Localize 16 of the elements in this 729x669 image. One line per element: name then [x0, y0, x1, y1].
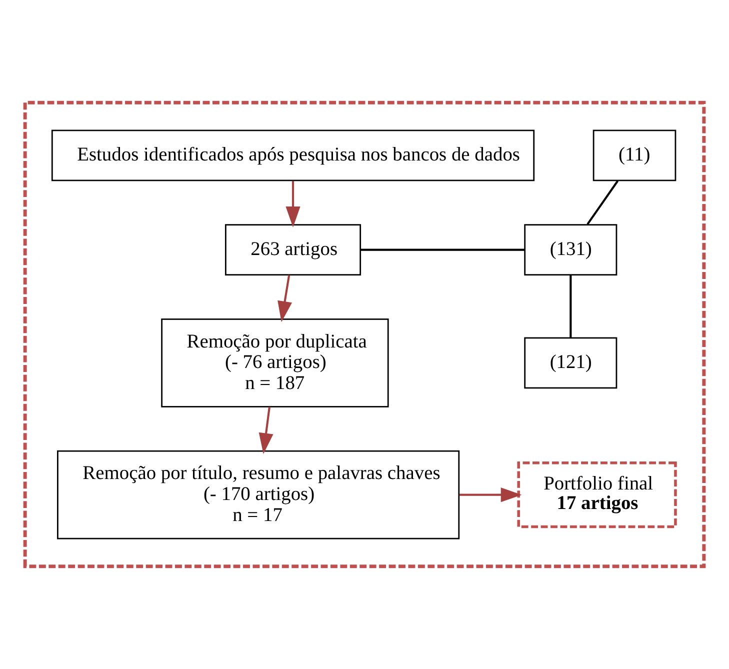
connector: [586, 180, 619, 225]
arrow: [258, 406, 274, 454]
arrow: [459, 488, 522, 502]
arrow: [286, 180, 300, 228]
arrow: [278, 274, 292, 322]
node-box: 263 artigos: [224, 224, 362, 276]
node-box: (121): [524, 337, 618, 389]
node-box: (11): [592, 130, 676, 182]
node-box: Portfolio final 17 artigos: [517, 462, 677, 528]
connector: [570, 275, 572, 338]
connector: [360, 248, 525, 251]
cluster: [23, 100, 706, 568]
node-box: Estudos identificados após pesquisa nos bancos de dados: [51, 130, 535, 182]
node-box: Remoção por título, resumo e palavras chaves (- 170 artigos) n = 17: [57, 450, 460, 540]
node-box: Remoção por duplicata (- 76 artigos) n = 187: [161, 318, 389, 408]
node-box: (131): [524, 224, 618, 276]
